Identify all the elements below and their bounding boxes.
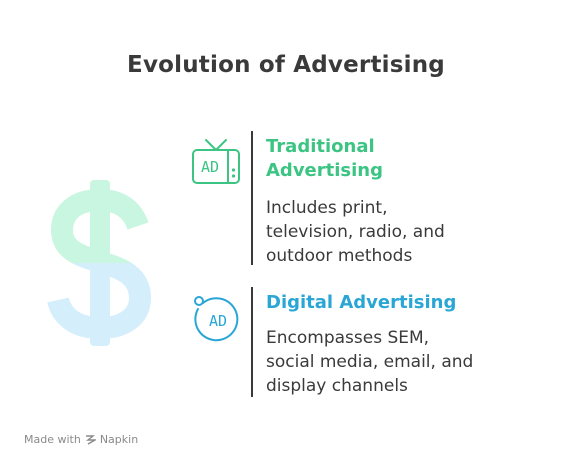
made-with-label: Made with bbox=[24, 433, 81, 446]
made-with-footer[interactable]: Made with Napkin bbox=[24, 433, 138, 446]
traditional-description: Includes print, television, radio, and o… bbox=[266, 198, 445, 266]
diagram-title: Evolution of Advertising bbox=[127, 52, 445, 78]
digital-description: Encompasses SEM, social media, email, an… bbox=[266, 328, 474, 396]
dollar-sign-icon bbox=[47, 180, 152, 346]
traditional-divider bbox=[251, 131, 253, 265]
digital-heading: Digital Advertising bbox=[266, 292, 457, 313]
digital-ad-icon: AD bbox=[194, 296, 239, 342]
traditional-heading: Traditional Advertising bbox=[266, 136, 383, 181]
napkin-logo-icon bbox=[85, 435, 96, 445]
digital-divider bbox=[251, 287, 253, 397]
digital-ad-icon-text: AD bbox=[209, 312, 227, 330]
napkin-brand: Napkin bbox=[99, 433, 139, 446]
tv-ad-icon-text: AD bbox=[201, 158, 219, 176]
tv-ad-icon: AD bbox=[192, 139, 240, 184]
